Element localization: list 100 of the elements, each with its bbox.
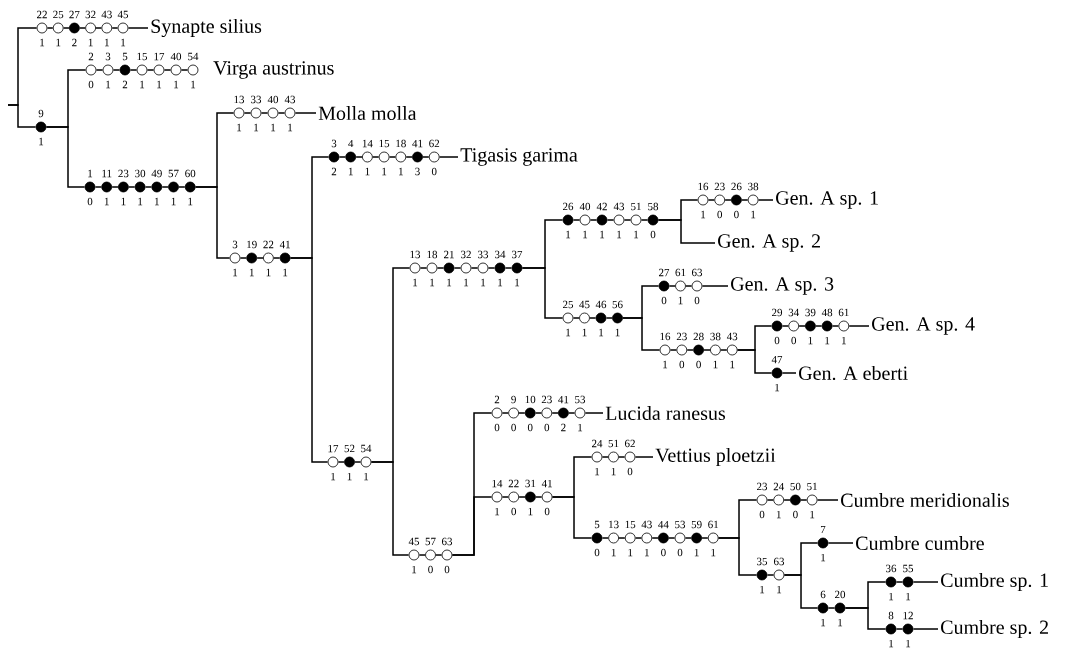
state-number: 1 (777, 585, 782, 594)
character-number: 51 (807, 482, 817, 491)
branch-line (640, 219, 649, 221)
character-number: 34 (495, 250, 506, 259)
character-number: 18 (427, 250, 438, 259)
branch-line (781, 372, 797, 374)
branch-line (470, 267, 479, 269)
character-number: 40 (579, 202, 591, 211)
state-number: 1 (266, 268, 271, 277)
state-number: 0 (734, 210, 739, 219)
character-number: 45 (117, 10, 129, 19)
character-number: 49 (151, 169, 162, 178)
branch-line (717, 537, 758, 576)
state-number: 0 (88, 80, 94, 89)
character-number: 21 (444, 250, 454, 259)
branch-line (741, 199, 749, 201)
state-number: 1 (595, 467, 600, 476)
character-number: 19 (247, 240, 257, 249)
character-number: 33 (251, 95, 262, 104)
character-number: 57 (425, 537, 436, 546)
branch-line (601, 456, 609, 458)
state-number: 1 (271, 123, 276, 132)
branch-line (827, 542, 854, 544)
branch-line (634, 537, 643, 539)
branch-line (521, 267, 564, 319)
character-number: 4 (348, 139, 354, 148)
state-number: 1 (566, 230, 571, 239)
character-number: 3 (105, 52, 111, 61)
character-number: 57 (168, 169, 179, 178)
state-number: 1 (578, 423, 583, 432)
character-number: 41 (541, 479, 552, 488)
branch-line (62, 27, 70, 29)
branch-line (634, 456, 654, 458)
state-number: 1 (838, 618, 843, 627)
character-number: 41 (558, 395, 569, 404)
character-number: 45 (408, 537, 420, 546)
branch-line (46, 27, 54, 29)
state-number: 1 (821, 553, 826, 562)
character-number: 32 (461, 250, 471, 259)
state-number: 0 (759, 510, 765, 519)
branch-line (551, 496, 593, 539)
character-number: 62 (625, 439, 635, 448)
state-number: 1 (495, 507, 500, 516)
state-number: 1 (889, 592, 894, 601)
branch-line (736, 349, 773, 374)
state-number: 1 (825, 336, 830, 345)
character-number: 53 (575, 395, 586, 404)
branch-line (606, 219, 615, 221)
branch-line (685, 285, 693, 287)
state-number: 1 (347, 472, 352, 481)
branch-line (128, 186, 136, 188)
branch-line (568, 412, 576, 414)
branch-line (622, 317, 661, 351)
branch-line (783, 499, 791, 501)
branch-line (194, 186, 231, 259)
character-number: 13 (410, 250, 421, 259)
state-number: 1 (364, 472, 369, 481)
character-number: 48 (821, 308, 833, 317)
branch-line (273, 257, 281, 259)
state-number: 0 (594, 548, 600, 557)
state-number: 0 (791, 336, 797, 345)
character-number: 7 (821, 525, 826, 534)
character-number: 11 (102, 169, 112, 178)
state-number: 1 (645, 548, 649, 557)
state-number: 1 (233, 268, 238, 277)
state-number: 1 (412, 565, 417, 574)
branch-line (618, 456, 626, 458)
taxon-label: Molla molla (318, 105, 417, 121)
state-number: 1 (365, 167, 370, 176)
state-number: 0 (661, 548, 666, 557)
state-number: 1 (121, 38, 126, 47)
state-number: 0 (717, 210, 723, 219)
character-number: 38 (710, 332, 721, 341)
taxon-label: Cumbre sp. 2 (941, 619, 1048, 639)
character-number: 53 (675, 520, 686, 529)
character-number: 10 (525, 395, 536, 404)
state-number: 1 (399, 167, 403, 176)
character-number: 54 (361, 444, 372, 453)
branch-line (605, 317, 613, 319)
state-number: 1 (121, 197, 126, 206)
branch-line (260, 112, 269, 114)
branch-line (289, 257, 329, 463)
state-number: 1 (582, 328, 587, 337)
branch-line (277, 112, 286, 114)
branch-line (783, 574, 819, 609)
branch-line (337, 461, 345, 463)
branch-line (572, 317, 580, 319)
state-number: 0 (527, 423, 533, 432)
branch-line (895, 581, 904, 583)
character-number: 51 (631, 202, 641, 211)
state-number: 0 (679, 360, 685, 369)
character-number: 17 (328, 444, 339, 453)
branch-line (589, 219, 598, 221)
character-number: 15 (379, 139, 390, 148)
character-number: 29 (772, 308, 783, 317)
branch-line (618, 537, 626, 539)
branch-line (370, 461, 410, 556)
branch-line (7, 104, 37, 128)
branch-line (405, 156, 413, 158)
character-number: 6 (820, 590, 826, 599)
